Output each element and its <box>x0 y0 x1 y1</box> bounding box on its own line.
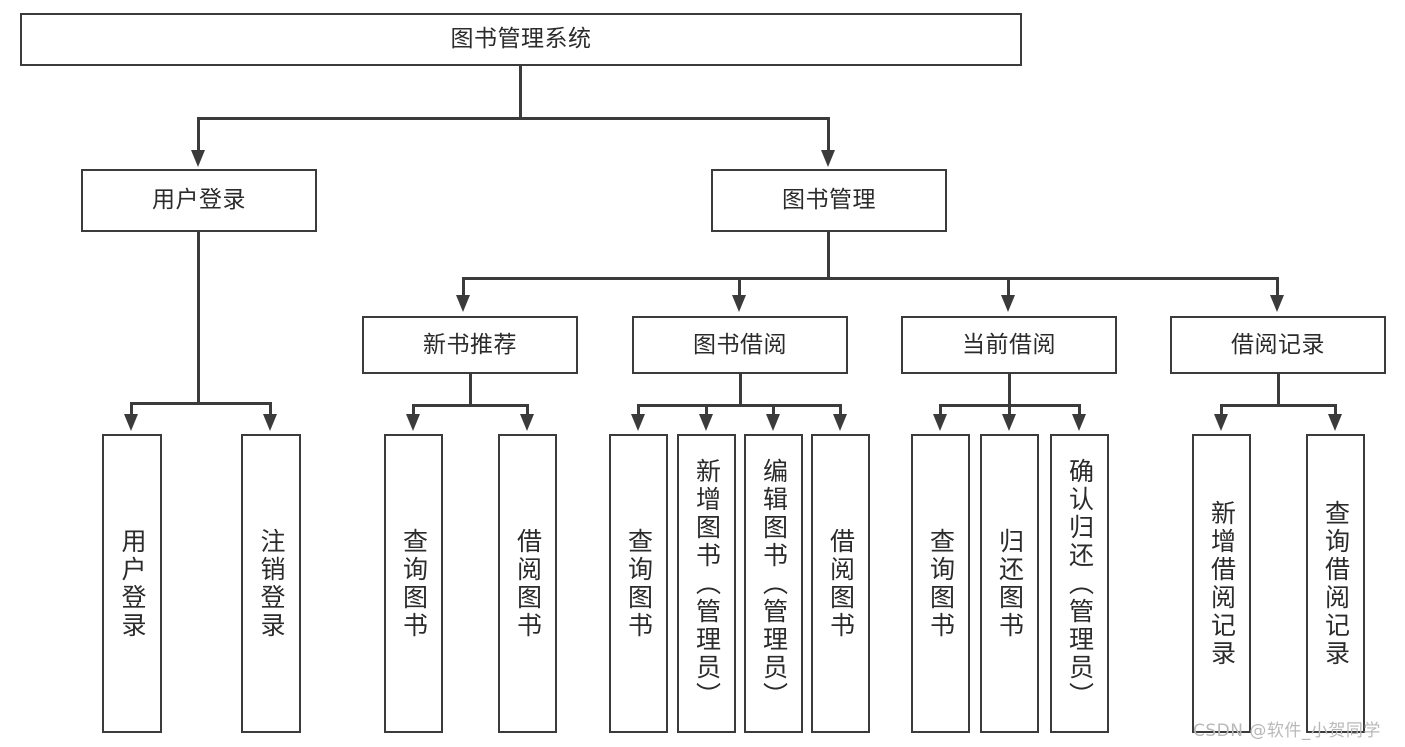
connector-cb-stem <box>1008 374 1011 405</box>
node-book-borrow-label: 图书借阅 <box>693 331 787 358</box>
node-current-borrow[interactable]: 当前借阅 <box>901 316 1117 374</box>
node-leaf-return-book[interactable]: 归还图书 <box>980 434 1039 733</box>
node-new-book-recommend-label: 新书推荐 <box>423 331 517 358</box>
node-leaf-borrow-book-1-label: 借阅图书 <box>513 527 543 640</box>
node-user-login-label: 用户登录 <box>152 187 246 214</box>
connector-user-login-stem <box>197 232 200 402</box>
connector-cb-drop-1 <box>939 404 942 416</box>
node-leaf-edit-book[interactable]: 编辑图书（管理员） <box>744 434 803 733</box>
node-leaf-add-book[interactable]: 新增图书（管理员） <box>677 434 736 733</box>
node-user-login[interactable]: 用户登录 <box>81 169 317 232</box>
connector-cb-drop-2 <box>1008 404 1011 416</box>
arrowhead-book-borrow <box>732 295 746 312</box>
node-leaf-query-book-3[interactable]: 查询图书 <box>911 434 970 733</box>
node-leaf-user-login[interactable]: 用户登录 <box>102 434 162 733</box>
arrowhead-leaf-query-book-2 <box>631 414 645 431</box>
connector-br-bus <box>1220 404 1337 407</box>
arrowhead-user-login <box>191 150 205 167</box>
node-leaf-confirm-return-label: 确认归还（管理员） <box>1065 457 1095 710</box>
connector-book-manage-stem <box>827 232 830 278</box>
node-leaf-add-book-label: 新增图书（管理员） <box>692 457 722 710</box>
arrowhead-leaf-confirm-return <box>1072 414 1086 431</box>
arrowhead-borrow-record <box>1270 295 1284 312</box>
arrowhead-leaf-borrow-book-2 <box>833 414 847 431</box>
connector-bb-drop-3 <box>772 404 775 416</box>
arrowhead-new-book-recommend <box>456 295 470 312</box>
connector-book-manage-bus <box>462 277 1279 280</box>
arrowhead-leaf-return-book <box>1002 414 1016 431</box>
connector-root-to-book-manage <box>827 117 830 152</box>
connector-br-drop-1 <box>1220 404 1223 416</box>
node-leaf-logout-login-label: 注销登录 <box>257 527 286 640</box>
node-borrow-record[interactable]: 借阅记录 <box>1170 316 1386 374</box>
node-current-borrow-label: 当前借阅 <box>962 331 1056 358</box>
node-leaf-query-record[interactable]: 查询借阅记录 <box>1306 434 1365 733</box>
arrowhead-leaf-edit-book <box>766 414 780 431</box>
connector-root-bus <box>197 117 830 120</box>
connector-nbr-drop-1 <box>412 404 415 416</box>
node-leaf-logout-login[interactable]: 注销登录 <box>241 434 301 733</box>
connector-bm-drop-3 <box>1007 277 1010 297</box>
connector-root-to-user-login <box>197 117 200 152</box>
arrowhead-leaf-user-login <box>124 414 138 431</box>
arrowhead-leaf-add-book <box>699 414 713 431</box>
node-leaf-add-record[interactable]: 新增借阅记录 <box>1192 434 1251 733</box>
connector-br-stem <box>1277 374 1280 405</box>
node-root[interactable]: 图书管理系统 <box>20 13 1022 66</box>
arrowhead-book-manage <box>821 150 835 167</box>
connector-bm-drop-2 <box>738 277 741 297</box>
connector-nbr-drop-2 <box>526 404 529 416</box>
connector-bb-drop-4 <box>839 404 842 416</box>
node-root-label: 图书管理系统 <box>450 26 592 53</box>
arrowhead-current-borrow <box>1001 295 1015 312</box>
node-leaf-user-login-label: 用户登录 <box>118 527 147 640</box>
node-book-manage-label: 图书管理 <box>782 187 876 214</box>
arrowhead-leaf-borrow-book-1 <box>520 414 534 431</box>
node-book-manage[interactable]: 图书管理 <box>711 169 947 232</box>
arrowhead-leaf-logout-login <box>263 414 277 431</box>
node-leaf-borrow-book-2[interactable]: 借阅图书 <box>811 434 870 733</box>
node-book-borrow[interactable]: 图书借阅 <box>632 316 848 374</box>
node-leaf-edit-book-label: 编辑图书（管理员） <box>759 457 789 710</box>
connector-root-stem <box>519 66 522 117</box>
connector-user-login-drop-2 <box>269 402 272 416</box>
connector-nbr-bus <box>412 404 529 407</box>
connector-bm-drop-4 <box>1276 277 1279 297</box>
node-leaf-query-book-1-label: 查询图书 <box>399 527 429 640</box>
connector-bb-stem <box>739 374 742 405</box>
csdn-watermark: CSDN @软件_小贺同学 <box>1193 721 1381 741</box>
node-borrow-record-label: 借阅记录 <box>1231 331 1325 358</box>
node-leaf-query-book-3-label: 查询图书 <box>926 527 956 640</box>
arrowhead-leaf-query-book-1 <box>406 414 420 431</box>
connector-bb-drop-2 <box>705 404 708 416</box>
arrowhead-leaf-add-record <box>1214 414 1228 431</box>
node-new-book-recommend[interactable]: 新书推荐 <box>362 316 578 374</box>
node-leaf-confirm-return[interactable]: 确认归还（管理员） <box>1050 434 1109 733</box>
node-leaf-query-book-2[interactable]: 查询图书 <box>609 434 668 733</box>
connector-bb-bus <box>637 404 842 407</box>
connector-nbr-stem <box>469 374 472 405</box>
connector-br-drop-2 <box>1334 404 1337 416</box>
node-leaf-borrow-book-2-label: 借阅图书 <box>826 527 856 640</box>
arrowhead-leaf-query-book-3 <box>933 414 947 431</box>
node-leaf-query-book-1[interactable]: 查询图书 <box>384 434 443 733</box>
node-leaf-borrow-book-1[interactable]: 借阅图书 <box>498 434 557 733</box>
node-leaf-query-record-label: 查询借阅记录 <box>1321 499 1351 668</box>
connector-bb-drop-1 <box>637 404 640 416</box>
connector-cb-drop-3 <box>1078 404 1081 416</box>
node-leaf-query-book-2-label: 查询图书 <box>624 527 654 640</box>
arrowhead-leaf-query-record <box>1328 414 1342 431</box>
connector-user-login-drop-1 <box>130 402 133 416</box>
connector-bm-drop-1 <box>462 277 465 297</box>
connector-user-login-bus <box>130 402 272 405</box>
node-leaf-return-book-label: 归还图书 <box>995 527 1025 640</box>
node-leaf-add-record-label: 新增借阅记录 <box>1207 499 1237 668</box>
